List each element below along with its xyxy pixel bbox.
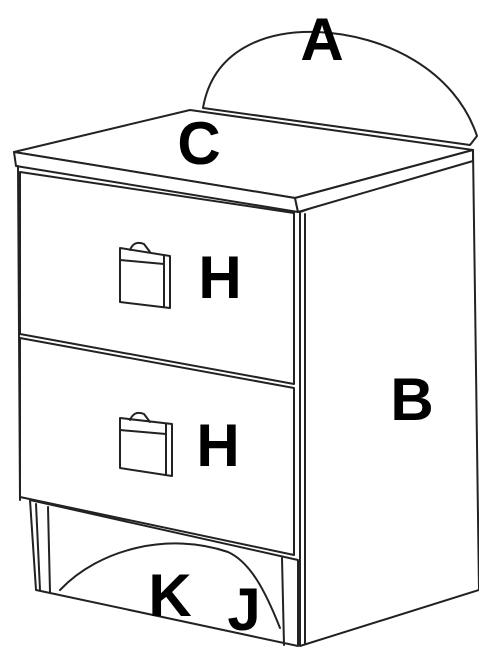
- label-j: J: [227, 576, 260, 643]
- label-h-lower: H: [196, 412, 239, 479]
- backboard-panel: [202, 30, 478, 146]
- top-panel-side-edge: [294, 149, 474, 213]
- label-h-upper: H: [198, 244, 241, 311]
- label-a: A: [300, 6, 343, 73]
- plinth: [29, 499, 299, 647]
- label-c: C: [177, 110, 220, 177]
- lower-drawer-handle: [119, 411, 173, 477]
- upper-drawer-handle: [119, 241, 171, 309]
- plinth-arch: [59, 542, 281, 629]
- label-b: B: [390, 366, 433, 433]
- label-k: K: [148, 562, 191, 629]
